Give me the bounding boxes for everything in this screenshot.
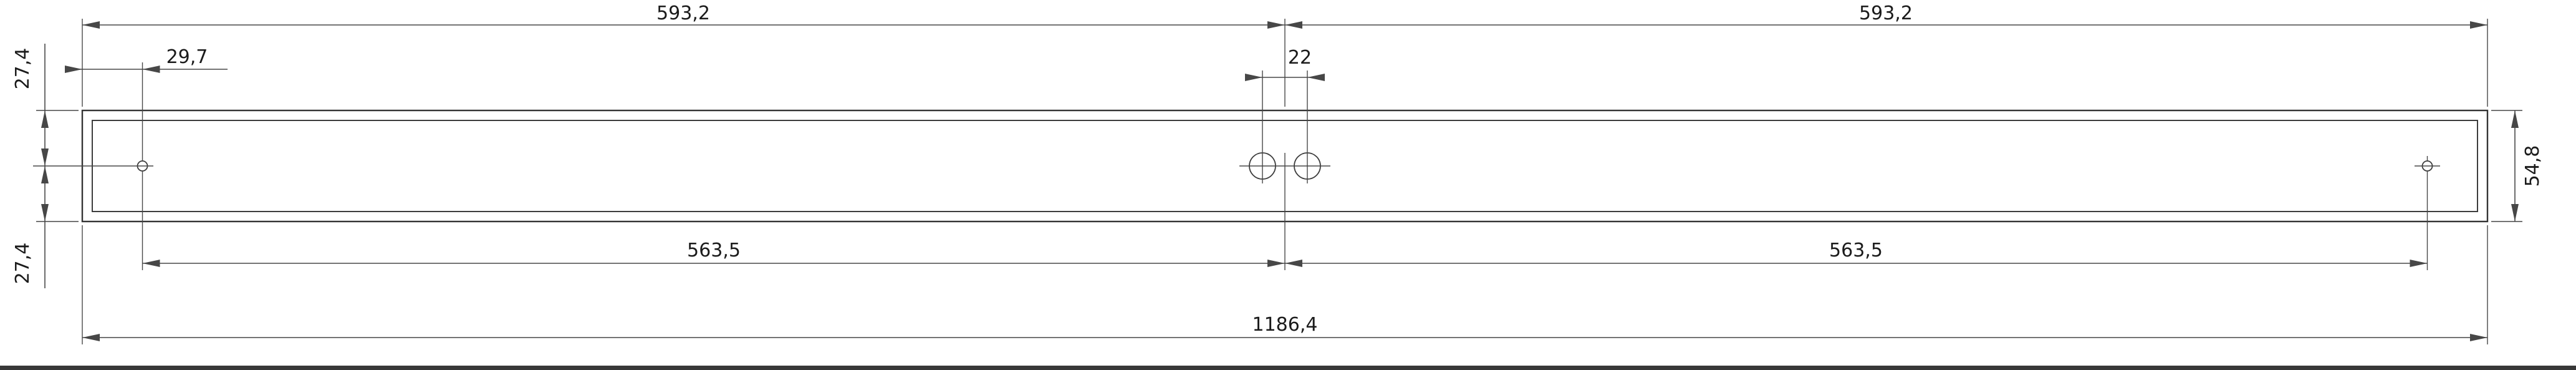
holes — [137, 152, 2440, 180]
dim-profile-height: 54,8 — [2511, 110, 2544, 222]
dim-height-top-half: 27,4 — [12, 44, 49, 166]
arrowhead — [41, 148, 49, 166]
arrowhead — [1285, 21, 1302, 29]
arrowhead — [1267, 260, 1285, 267]
arrowhead — [1245, 74, 1262, 81]
extension-lines — [33, 19, 2522, 344]
dim-top-right-half: 593,2 — [1285, 2, 2487, 29]
arrowhead — [1307, 74, 1325, 81]
arrowhead — [2410, 260, 2428, 267]
dim-label-top-left-half: 593,2 — [656, 2, 710, 24]
dim-left-span: 563,5 — [142, 240, 1285, 267]
dim-label-hole-offset: 29,7 — [166, 46, 208, 68]
arrowhead — [41, 166, 49, 183]
dim-label-left-span: 563,5 — [687, 240, 741, 261]
dim-right-span: 563,5 — [1285, 240, 2428, 267]
dim-label-right-span: 563,5 — [1829, 240, 1883, 261]
arrowhead — [2511, 204, 2519, 222]
arrowhead — [65, 66, 82, 73]
arrowhead — [142, 260, 160, 267]
dim-overall-length: 1186,4 — [82, 314, 2487, 341]
arrowhead — [1267, 21, 1285, 29]
arrowhead — [41, 204, 49, 222]
dim-label-profile-height: 54,8 — [2522, 145, 2544, 187]
arrowhead — [82, 334, 100, 341]
dim-label-top-right-half: 593,2 — [1859, 2, 1913, 24]
arrowhead — [2470, 21, 2487, 29]
dim-label-top-half-height: 27,4 — [12, 48, 34, 90]
dim-label-overall-length: 1186,4 — [1252, 314, 1318, 336]
dim-top-left-half: 593,2 — [82, 2, 1285, 29]
dim-center-spacing: 22 — [1245, 47, 1325, 81]
dim-height-bottom-half: 27,4 — [12, 166, 49, 288]
arrowhead — [82, 21, 100, 29]
bottom-edge — [0, 366, 2576, 370]
arrowhead — [2470, 334, 2487, 341]
arrowhead — [2511, 110, 2519, 128]
dim-hole-offset: 29,7 — [65, 46, 228, 73]
arrowhead — [1285, 260, 1302, 267]
dim-label-center-spacing: 22 — [1288, 47, 1312, 69]
arrowhead — [142, 66, 160, 73]
arrowhead — [41, 110, 49, 128]
dim-label-bottom-half-height: 27,4 — [12, 243, 34, 285]
